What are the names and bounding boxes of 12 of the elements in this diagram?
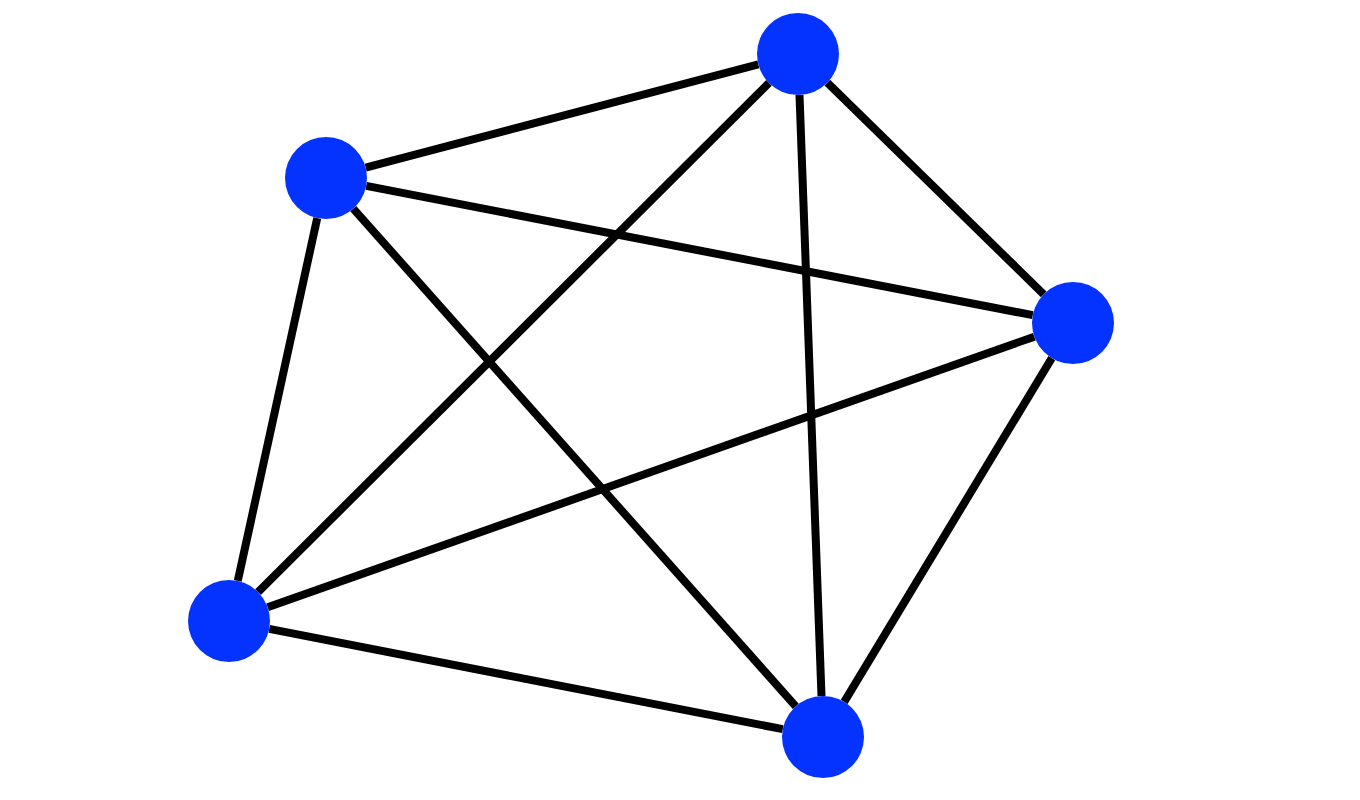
connector-line [795,94,826,697]
connector-line [268,624,784,734]
connector-line [255,80,772,595]
connector-line [824,79,1047,298]
connector-line [266,332,1036,612]
circle-node [757,13,839,95]
connector-line [233,217,322,582]
circle-node [1032,282,1114,364]
connector-line [840,356,1056,704]
connector-line [365,181,1034,320]
connector-line [350,206,799,709]
connector-line [364,60,760,172]
